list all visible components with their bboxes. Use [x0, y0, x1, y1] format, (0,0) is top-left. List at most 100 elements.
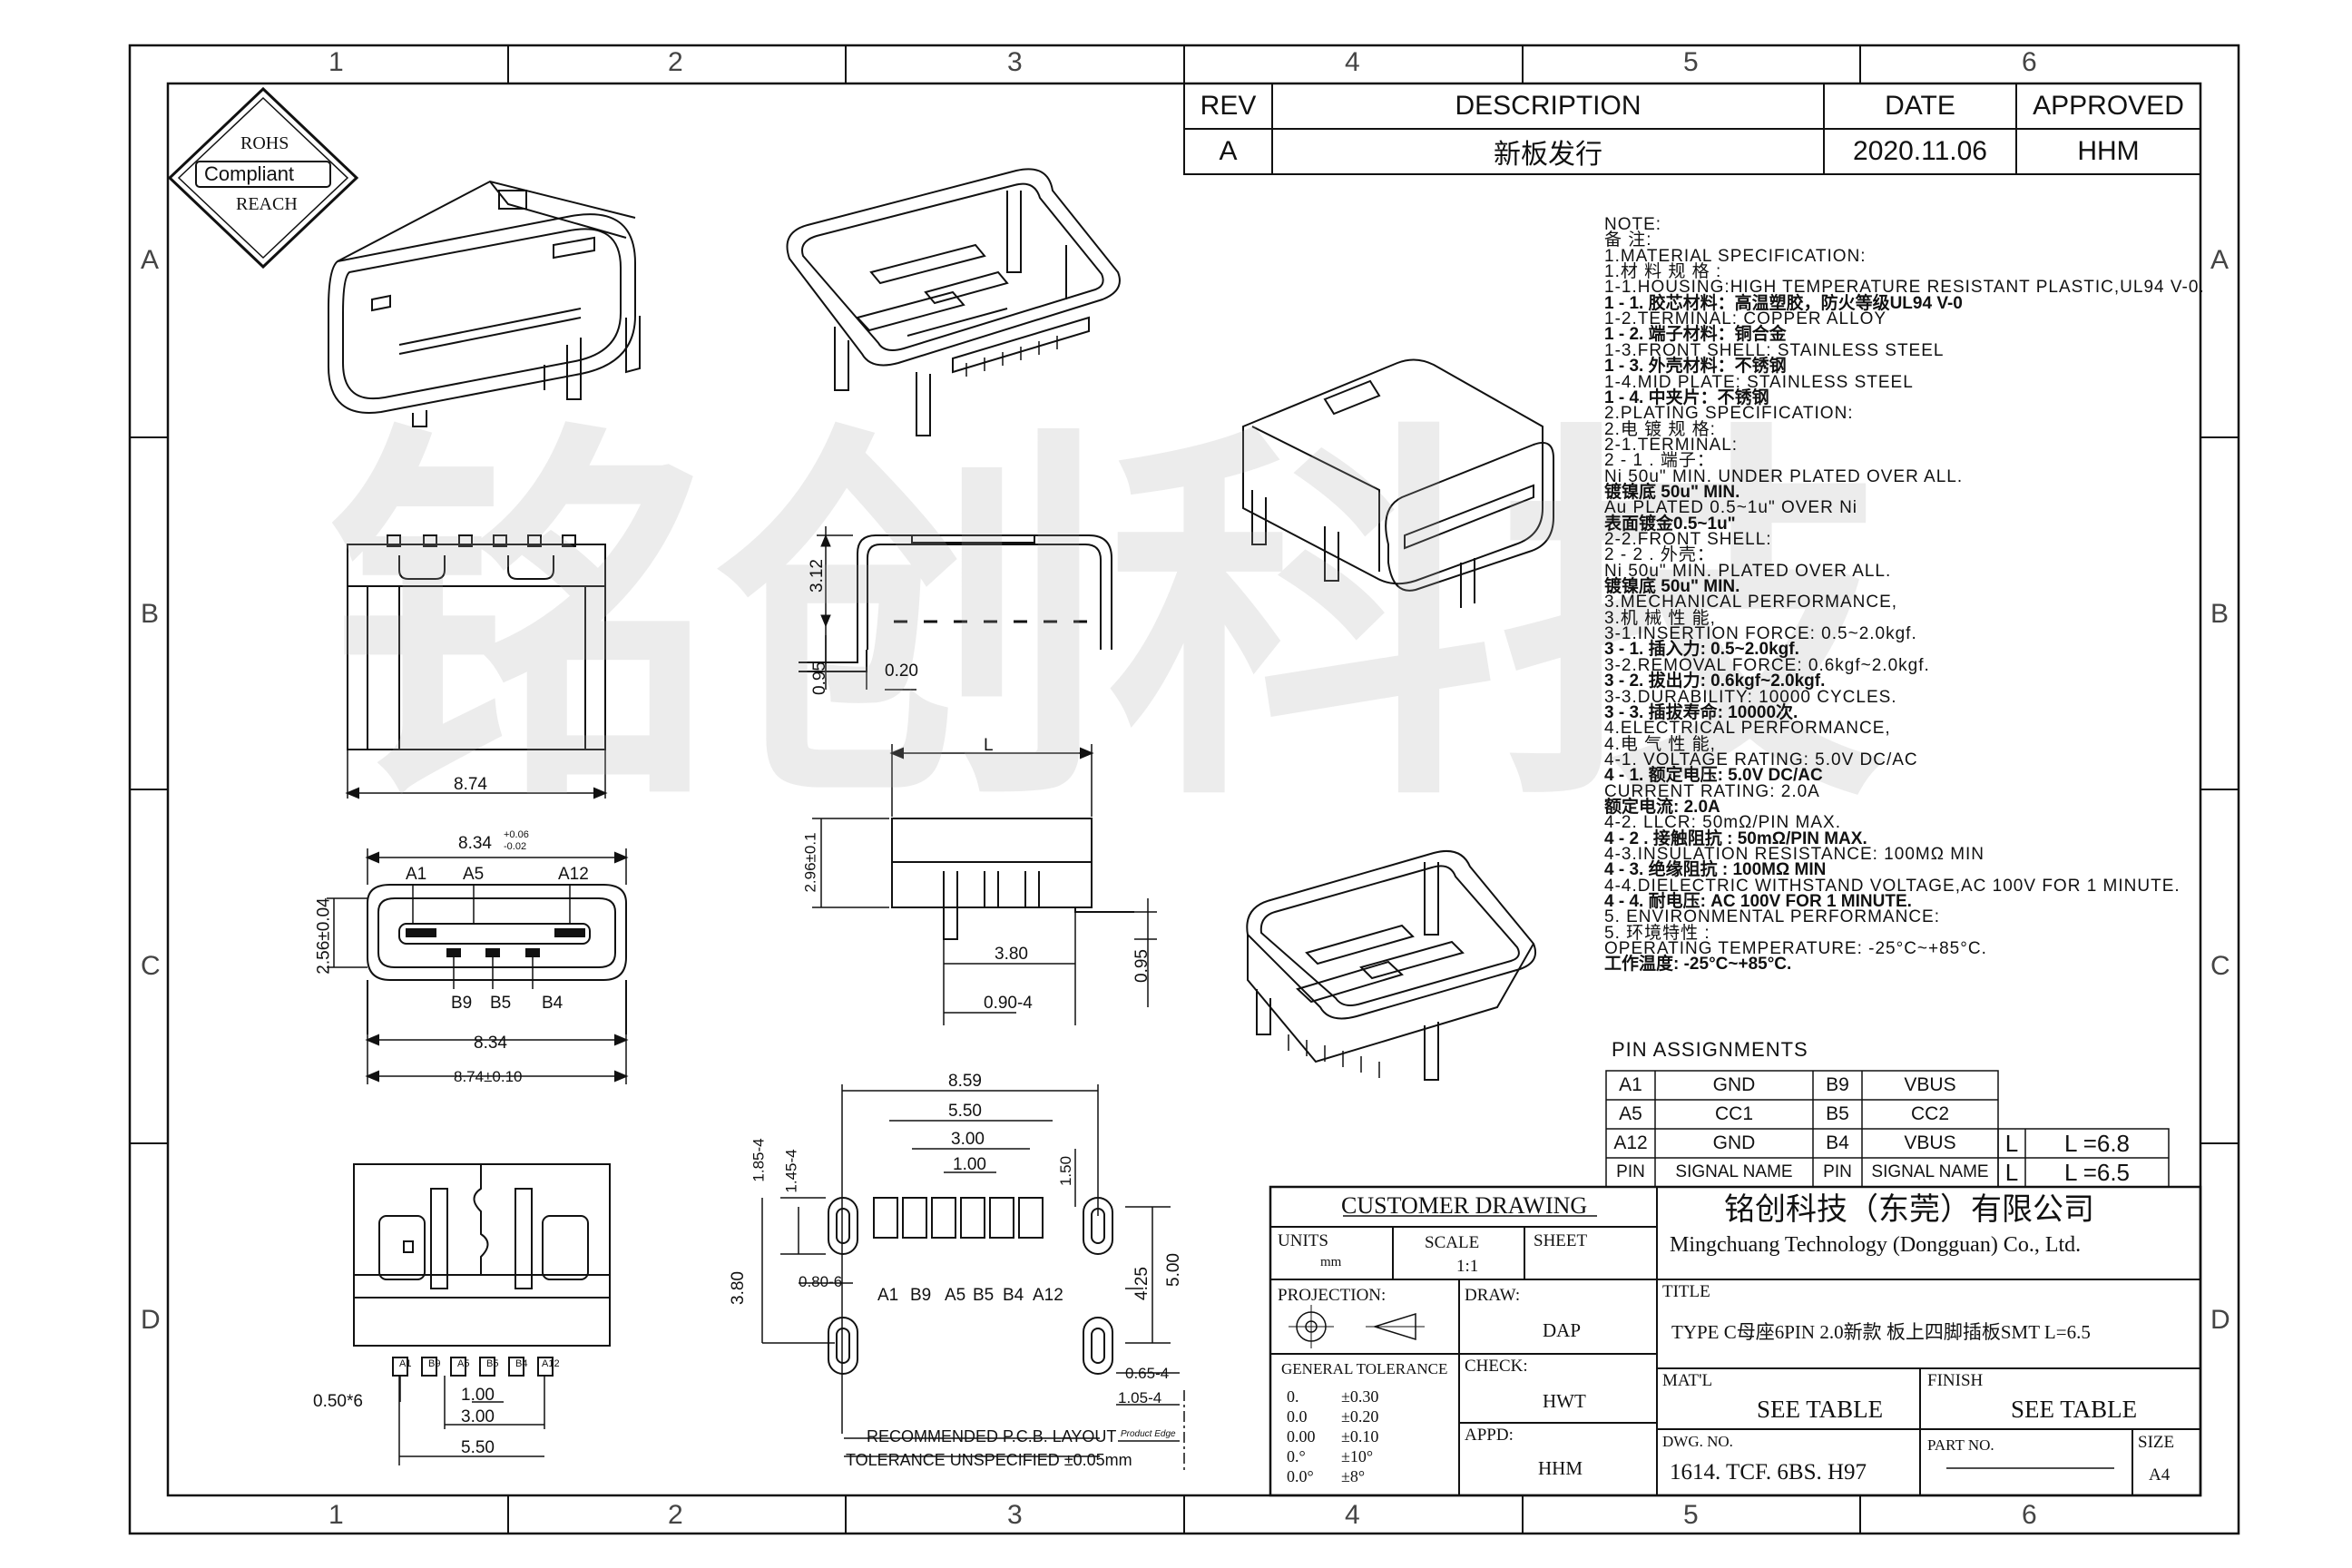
dim-pcb-185: 1.85-4: [750, 1138, 768, 1182]
pcb-pin-b5: B5: [973, 1286, 995, 1305]
dwg-label: DWG. NO.: [1662, 1433, 1733, 1450]
note-line: 表面镀金0.5~1u": [1604, 514, 1736, 534]
matl-value: SEE TABLE: [1757, 1396, 1884, 1423]
tolerance-value: ±8°: [1341, 1467, 1366, 1485]
pcb-pin-a1: A1: [877, 1286, 899, 1305]
pin-table-cell: VBUS: [1904, 1132, 1956, 1153]
pcb-note-edge: Product Edge: [1121, 1429, 1176, 1439]
dim-pcb-150: 1.50: [1057, 1155, 1075, 1187]
dim-side2-095: 0.95: [1132, 949, 1152, 983]
l-table-value-2: L =6.5: [2063, 1158, 2131, 1186]
note-line: 3 - 2. 拔出力: 0.6kgf~2.0kgf.: [1604, 671, 1826, 691]
draw-value: DAP: [1543, 1319, 1582, 1341]
col-label-2-bottom: 2: [668, 1500, 683, 1530]
note-line: 2.PLATING SPECIFICATION:: [1604, 404, 1854, 424]
tolerance-value: ±0.20: [1341, 1407, 1379, 1426]
dim-pcb-300: 3.00: [951, 1130, 985, 1149]
note-line: 1-2.TERMINAL: COPPER ALLOY: [1604, 309, 1887, 329]
approved-header: APPROVED: [2033, 91, 2184, 121]
size-label: SIZE: [2138, 1433, 2175, 1452]
tolerance-precision: 0.00: [1287, 1427, 1316, 1446]
note-line: Ni 50u" MIN. UNDER PLATED OVER ALL.: [1604, 466, 1964, 486]
note-line: 1-3.FRONT SHELL: STAINLESS STEEL: [1604, 340, 1945, 360]
dim-pcb-380: 3.80: [728, 1271, 748, 1305]
pin-label-a1: A1: [406, 865, 427, 884]
note-line: Ni 50u" MIN. PLATED OVER ALL.: [1604, 561, 1892, 581]
pin-table-cell: VBUS: [1904, 1074, 1956, 1095]
note-line: 3.MECHANICAL PERFORMANCE,: [1604, 593, 1898, 612]
pin-table-cell: CC1: [1714, 1103, 1753, 1124]
tolerance-value: ±0.30: [1341, 1387, 1379, 1406]
col-label-1-bottom: 1: [328, 1500, 344, 1530]
bottom-pin-b4: B4: [515, 1358, 528, 1369]
scale-value: 1:1: [1456, 1257, 1479, 1276]
dim-pcb-550: 5.50: [948, 1102, 982, 1121]
tolerance-precision: 0.0: [1287, 1407, 1308, 1426]
row-label-b-right: B: [2210, 599, 2230, 629]
note-line: 4 - 1. 额定电压: 5.0V DC/AC: [1604, 766, 1823, 786]
col-label-6-bottom: 6: [2022, 1500, 2037, 1530]
dim-front-tol-bot: -0.02: [504, 841, 527, 852]
dim-pcb-100: 1.00: [953, 1155, 986, 1174]
row-label-a: A: [141, 245, 160, 275]
pin-table-cell: B5: [1826, 1103, 1849, 1124]
note-line: 2-1.TERMINAL:: [1604, 435, 1739, 455]
rev-header: REV: [1200, 91, 1257, 121]
note-line: 3-2.REMOVAL FORCE: 0.6kgf~2.0kgf.: [1604, 655, 1930, 675]
note-line: 1 - 2. 端子材料：铜合金: [1604, 325, 1787, 345]
title-label: TITLE: [1662, 1282, 1710, 1301]
pin-label-a12: A12: [558, 865, 589, 884]
dim-pcb-500: 5.00: [1163, 1253, 1183, 1287]
top-view: [345, 534, 608, 799]
dim-front-outer: 8.34: [458, 834, 492, 853]
l-table-label-2: L: [2004, 1158, 2019, 1186]
note-line: 1.MATERIAL SPECIFICATION:: [1604, 246, 1867, 266]
pin-table-cell: PIN: [1616, 1162, 1645, 1181]
note-line: 1.材 料 规 格 :: [1604, 262, 1722, 282]
bottom-pin-b9: B9: [428, 1358, 441, 1369]
dim-pcb-859: 8.59: [948, 1072, 982, 1091]
pcb-note-layout: RECOMMENDED P.C.B. LAYOUT: [867, 1427, 1117, 1446]
pin-table-cell: CC2: [1910, 1103, 1949, 1124]
note-line: 2 - 2 . 外壳：: [1604, 545, 1715, 565]
approved-value: HHM: [2077, 136, 2140, 166]
title-block-lines: [1269, 1185, 2202, 1497]
dwg-value: 1614. TCF. 6BS. H97: [1670, 1460, 1867, 1485]
note-line: 镀镍底 50u" MIN.: [1604, 482, 1740, 502]
finish-value: SEE TABLE: [2011, 1396, 2138, 1423]
note-line: 镀镍底 50u" MIN.: [1604, 577, 1740, 597]
check-label: CHECK:: [1465, 1357, 1528, 1376]
row-label-c-right: C: [2210, 951, 2230, 981]
row-label-d: D: [141, 1305, 161, 1335]
appd-label: APPD:: [1465, 1426, 1514, 1445]
dim-front-tol-top: +0.06: [504, 829, 529, 840]
note-line: 4-3.INSULATION RESISTANCE: 100MΩ MIN: [1604, 845, 1985, 864]
note-line: 5. ENVIRONMENTAL PERFORMANCE:: [1604, 907, 1940, 927]
note-line: 3 - 3. 插拔寿命: 10000次.: [1604, 702, 1798, 722]
dim-bottom-300: 3.00: [461, 1407, 495, 1426]
note-line: 4.电 气 性 能,: [1604, 734, 1716, 754]
date-header: DATE: [1885, 91, 1955, 121]
dim-side2-090: 0.90-4: [984, 994, 1033, 1013]
note-line: 1 - 3. 外壳材料：不锈钢: [1604, 357, 1787, 377]
col-label-3: 3: [1007, 47, 1023, 77]
note-line: 1-4.MID PLATE: STAINLESS STEEL: [1604, 372, 1914, 392]
size-value: A4: [2149, 1465, 2171, 1485]
general-tolerance-label: GENERAL TOLERANCE: [1281, 1360, 1448, 1377]
sheet-label: SHEET: [1534, 1231, 1588, 1250]
note-line: 1 - 1. 胶芯材料：高温塑胶，防火等级UL94 V-0: [1604, 293, 1963, 313]
note-line: 4-2. LLCR: 50mΩ/PIN MAX.: [1604, 813, 1841, 833]
pcb-pin-a5: A5: [945, 1286, 966, 1305]
pcb-pin-b4: B4: [1003, 1286, 1024, 1305]
l-table-value-1: L =6.8: [2063, 1129, 2131, 1157]
dim-side2-L: L: [984, 736, 994, 755]
note-line: 4.ELECTRICAL PERFORMANCE,: [1604, 719, 1891, 739]
dim-bottom-550: 5.50: [461, 1438, 495, 1457]
note-line: 4 - 4. 耐电压: AC 100V FOR 1 MINUTE.: [1604, 892, 1912, 912]
note-line: 4-1. VOLTAGE RATING: 5.0V DC/AC: [1604, 750, 1918, 769]
dim-pcb-145: 1.45-4: [782, 1149, 800, 1193]
iso-view-1: [328, 180, 641, 427]
revision-table-lines: [1183, 83, 2201, 175]
pin-assignments-title: PIN ASSIGNMENTS: [1612, 1038, 1808, 1061]
